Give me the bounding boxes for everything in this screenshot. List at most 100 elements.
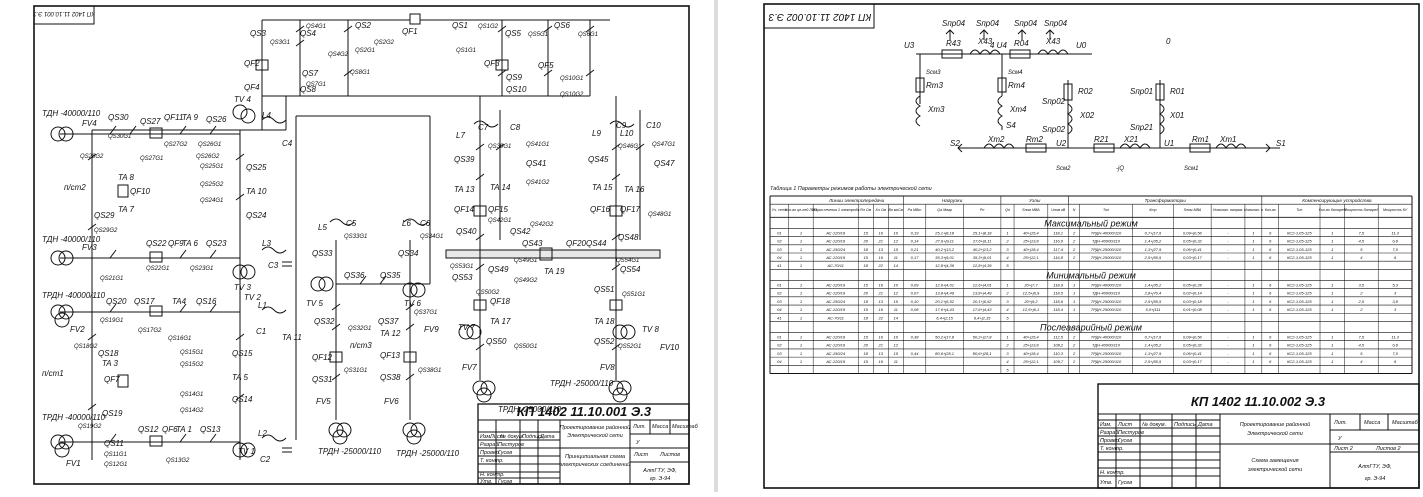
label-qs24g1: QS24G1 xyxy=(200,198,223,204)
sheet1-hdr-doc: № докум. xyxy=(500,434,524,440)
table-cell: 1 xyxy=(1252,299,1254,304)
sheet1-name-check: Гусев xyxy=(498,450,512,456)
circuit-xm4: Xm4 xyxy=(1009,105,1027,114)
label-l5: L5 xyxy=(318,223,327,232)
table-cell: 1 xyxy=(1252,255,1254,260)
table-cell: АС-120/19 xyxy=(825,335,846,340)
table-cell: 0,08 xyxy=(911,307,920,312)
table-cell: 116,0 xyxy=(1053,239,1063,244)
label-qf12: QF12 xyxy=(312,353,333,362)
label-qs53: QS53 xyxy=(452,273,473,282)
table-cell: 2 xyxy=(1072,343,1076,348)
table-cell: 11,3 xyxy=(1391,335,1399,340)
label-fv6: FV6 xyxy=(384,397,399,406)
table-cell: АС-150/24 xyxy=(825,351,846,356)
label-tv1: TV 1 xyxy=(238,447,255,456)
table-cell: 25+j12,1 xyxy=(1022,255,1038,260)
sheet2-name-dev: Пестуров xyxy=(1118,430,1144,436)
table-cell: АС-120/19 xyxy=(825,230,846,235)
table-cell: 35,3+j9,01 xyxy=(973,255,992,260)
label-l7: L7 xyxy=(456,131,465,140)
table-cell: 40+j18,4 xyxy=(1023,351,1039,356)
table-cell: 0,38 xyxy=(911,335,920,340)
table-cell: 20+j7,7 xyxy=(1023,282,1038,287)
table-cell: АС-120/19 xyxy=(825,291,846,296)
table-cell: 03 xyxy=(777,247,782,252)
table-cell: 50,2+j17,8 xyxy=(973,335,993,340)
table-cell: 10 xyxy=(894,230,899,235)
label-qs43: QS43 xyxy=(522,239,543,248)
table-cell: 7,5 xyxy=(1359,335,1365,340)
table-cell: 21 xyxy=(878,343,883,348)
table-cell: ТРДН-25000/110 xyxy=(1091,359,1122,364)
label-c10: C10 xyxy=(646,121,661,130)
table-cell: 10 xyxy=(894,335,899,340)
table-cell: 41 xyxy=(777,263,781,268)
label-c5: C5 xyxy=(346,219,357,228)
label-qs52: QS52 xyxy=(594,337,615,346)
table-cell: 1 xyxy=(800,315,802,320)
label-qs19g2: QS19G2 xyxy=(78,424,102,430)
circuit-snp02a: Sпр02 xyxy=(1042,97,1066,106)
table-cell: 118,1 xyxy=(1053,230,1063,235)
table-cell: 1 xyxy=(800,282,802,287)
table-cell: - xyxy=(1227,359,1229,364)
label-qs26g1: QS26G1 xyxy=(198,142,221,148)
label-qs21g1: QS21G1 xyxy=(100,276,123,282)
table-cell: 5 xyxy=(1006,315,1009,320)
table-col-header: Sном МВА xyxy=(1022,208,1040,212)
table-cell: 12,8+j4,39 xyxy=(973,263,993,268)
table-cell: 3 xyxy=(1006,247,1009,252)
circuit-rt4: R04 xyxy=(1014,39,1029,48)
label-qf14: QF14 xyxy=(454,205,475,214)
table-cell: 1 xyxy=(1073,282,1075,287)
circuit-xm3: Xm3 xyxy=(927,105,945,114)
label-trdn3: ТРДН -25000/110 xyxy=(318,447,382,456)
label-qs44: QS44 xyxy=(586,239,607,248)
label-tv2: TV 2 xyxy=(244,293,261,302)
table-cell: 22 xyxy=(878,315,884,320)
label-fv3: FV3 xyxy=(82,243,97,252)
table-cell: 11 xyxy=(894,307,898,312)
label-qs53g1: QS53G1 xyxy=(450,264,473,270)
circuit-scm2: Sсм2 xyxy=(1056,166,1071,172)
table-cell: 1 xyxy=(1252,351,1254,356)
table-cell: 3 xyxy=(1394,307,1397,312)
label-qs39: QS39 xyxy=(454,155,475,164)
table-cell: 20 xyxy=(863,239,869,244)
table-cell: 1 xyxy=(1331,359,1333,364)
table-cell: 0,21 xyxy=(911,247,919,252)
table-cell: АС-70/11 xyxy=(827,263,844,268)
circuit-snp04b: Sпр04 xyxy=(976,19,1000,28)
table-cell: 25+j12,1 xyxy=(1022,359,1038,364)
table-cell: 6 xyxy=(1269,239,1272,244)
circuit-xt4: X43 xyxy=(1045,37,1061,46)
table-cell: 03 xyxy=(777,299,782,304)
table-cell: 16 xyxy=(879,359,884,364)
table-cell: 7,5 xyxy=(1392,247,1398,252)
label-fv1: FV1 xyxy=(66,459,81,468)
label-tv5: TV 5 xyxy=(306,299,323,308)
label-l10: L10 xyxy=(620,129,634,138)
label-c8: C8 xyxy=(510,123,521,132)
table-cell: 04 xyxy=(777,255,782,260)
table-cell: 2 xyxy=(1005,343,1009,348)
sheet2-sheet-label: Лист 2 xyxy=(1333,446,1353,452)
table-cell: 6 xyxy=(1269,343,1272,348)
sheet2-org: АлтГТУ, ЭФ, xyxy=(1357,464,1392,470)
label-qs47g1: QS47G1 xyxy=(652,142,675,148)
table-cell: ТРДН-40000/110 xyxy=(1091,230,1122,235)
table-cell: 5 xyxy=(1006,263,1009,268)
table-cell: 2 xyxy=(1072,239,1076,244)
table-cell: 12 xyxy=(894,239,899,244)
table-cell: АС-120/19 xyxy=(825,255,846,260)
sheet1-role-appr: Утв. xyxy=(479,479,493,485)
label-qs35: QS35 xyxy=(380,271,401,280)
table-cell: 18 xyxy=(864,263,869,268)
circuit-x21: X21 xyxy=(1123,135,1138,144)
table-cell: 3 xyxy=(1394,291,1397,296)
table-cell: 6 xyxy=(1269,282,1272,287)
table-col-header: Ра МВт xyxy=(908,208,922,212)
table-cell: 40,2+j13,2 xyxy=(935,247,955,252)
table-cell: 15 xyxy=(864,282,869,287)
